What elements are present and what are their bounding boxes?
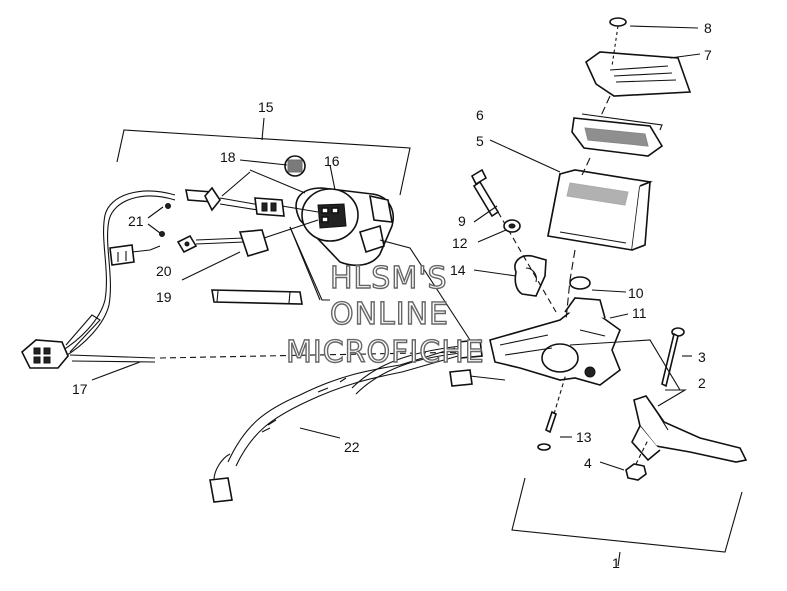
screw-13 xyxy=(537,373,567,451)
washer-12 xyxy=(503,219,521,233)
callout-19: 19 xyxy=(156,289,172,305)
callout-17: 17 xyxy=(72,381,88,397)
housing-leaders xyxy=(181,159,471,341)
callout-13: 13 xyxy=(576,429,592,445)
reservoir-5 xyxy=(547,169,653,251)
callout-18: 18 xyxy=(220,149,236,165)
watermark-line3: MICROFICHE xyxy=(286,335,485,370)
pivot-bolt-3 xyxy=(661,327,685,388)
o-ring-10 xyxy=(569,276,591,290)
gasket-6 xyxy=(571,117,664,157)
right-leaders xyxy=(91,25,701,471)
callout-14: 14 xyxy=(450,262,466,278)
callout-11: 11 xyxy=(632,305,647,321)
callout-20: 20 xyxy=(156,263,172,279)
grommet-18 xyxy=(284,155,306,177)
wiring-harness xyxy=(21,190,471,369)
brake-lever-2 xyxy=(631,395,748,463)
terminal-21 xyxy=(147,203,171,237)
watermark: HLSM'S ONLINE MICROFICHE xyxy=(285,260,485,370)
callout-4: 4 xyxy=(584,455,592,471)
screw-8 xyxy=(609,17,627,67)
callout-21: 21 xyxy=(128,213,144,229)
nut-4 xyxy=(625,439,649,481)
cover-7 xyxy=(584,51,692,97)
callout-labels: 1 2 3 4 5 6 7 8 9 10 11 12 13 14 15 16 1… xyxy=(72,20,712,571)
connector-20 xyxy=(109,234,198,266)
brake-hose xyxy=(209,339,506,503)
bolt-9 xyxy=(470,168,557,313)
callout-22: 22 xyxy=(344,439,360,455)
watermark-line1: HLSM'S xyxy=(330,261,448,296)
callout-6: 6 xyxy=(476,107,484,123)
callout-12: 12 xyxy=(452,235,468,251)
group-bracket-15 xyxy=(116,117,411,196)
callout-16: 16 xyxy=(324,153,340,169)
clamp-14 xyxy=(514,254,547,297)
callout-9: 9 xyxy=(458,213,466,229)
callout-15: 15 xyxy=(258,99,274,115)
callout-1: 1 xyxy=(612,555,620,571)
sleeve-19 xyxy=(211,289,303,305)
callout-2: 2 xyxy=(698,375,706,391)
callout-7: 7 xyxy=(704,47,712,63)
watermark-line2: ONLINE xyxy=(330,297,449,332)
assembly-axis xyxy=(565,95,611,321)
callout-10: 10 xyxy=(628,285,644,301)
callout-8: 8 xyxy=(704,20,712,36)
switch-housing xyxy=(295,187,394,267)
switch-wires xyxy=(185,186,319,257)
callout-3: 3 xyxy=(698,349,706,365)
master-cylinder-body xyxy=(489,297,621,386)
group-bracket-1 xyxy=(511,477,743,567)
callout-5: 5 xyxy=(476,133,484,149)
